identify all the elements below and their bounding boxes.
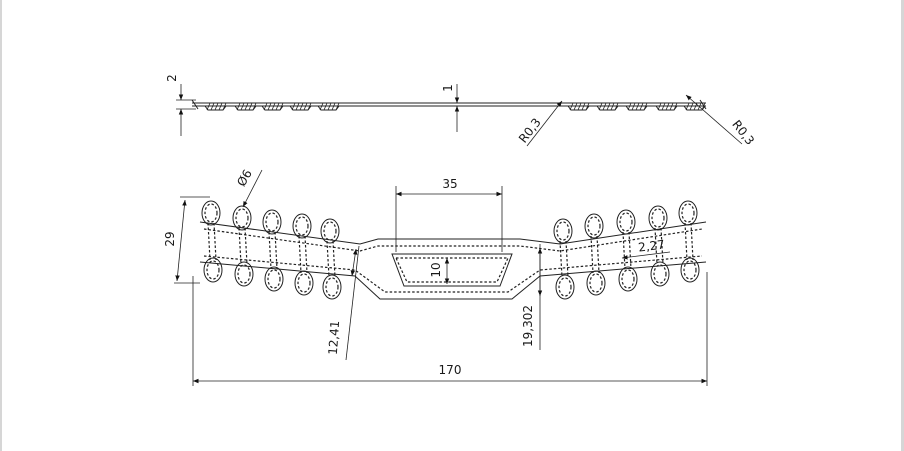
dimension-radius-left: R0,3 bbox=[516, 100, 563, 147]
side-offset-label: 1 bbox=[441, 84, 455, 92]
side-lace-bump bbox=[317, 102, 340, 111]
side-lace-bump bbox=[204, 102, 227, 111]
lace-hook bbox=[292, 213, 314, 296]
sheet-right-border bbox=[901, 0, 904, 451]
lace-hook bbox=[616, 209, 638, 292]
side-lace-bumps-left bbox=[204, 102, 340, 111]
lace-hook bbox=[232, 205, 254, 287]
lace-hook bbox=[584, 213, 606, 296]
overall-height-label: 29 bbox=[163, 231, 177, 246]
side-lace-bump bbox=[289, 102, 312, 111]
dimension-side-offset: 1 bbox=[441, 84, 460, 132]
lace-gap-label: 2,27 bbox=[637, 237, 665, 254]
side-lace-bump bbox=[655, 102, 678, 111]
radius-right-label: R0,3 bbox=[729, 117, 757, 147]
side-lace-bumps-right bbox=[567, 102, 706, 111]
dimension-hole-diameter: Ø6 bbox=[234, 167, 263, 208]
side-thickness-label: 2 bbox=[165, 74, 179, 82]
lace-hook bbox=[678, 200, 700, 283]
band-height-left-label: 12,41 bbox=[326, 320, 342, 355]
lace-hook bbox=[648, 205, 670, 287]
side-lace-bump bbox=[625, 102, 648, 111]
dimension-band-height-left: 12,41 bbox=[326, 245, 360, 361]
sheet-left-border bbox=[0, 0, 2, 451]
side-lace-bump bbox=[234, 102, 257, 111]
dimension-lace-gap: 2,27 bbox=[621, 237, 671, 260]
lace-hook bbox=[262, 209, 284, 292]
lace-hook bbox=[553, 218, 575, 300]
radius-left-label: R0,3 bbox=[516, 115, 544, 145]
center-width-label: 35 bbox=[442, 177, 457, 191]
band-height-right-label: 19,302 bbox=[521, 305, 535, 347]
dimension-overall-height: 29 bbox=[163, 196, 210, 284]
dimension-center-width: 35 bbox=[395, 177, 503, 252]
dimension-side-thickness: 2 bbox=[165, 74, 196, 136]
top-view bbox=[199, 200, 707, 300]
lace-hooks-left bbox=[201, 200, 342, 300]
dimension-center-slot: 10 bbox=[429, 258, 450, 284]
hole-diameter-label: Ø6 bbox=[234, 167, 255, 189]
lace-hooks-right bbox=[553, 200, 700, 300]
lace-hook bbox=[201, 200, 223, 283]
dimension-band-height-right: 19,302 bbox=[521, 244, 543, 350]
side-lace-bump bbox=[596, 102, 619, 111]
dimension-overall-length: 170 bbox=[192, 272, 708, 386]
overall-length-label: 170 bbox=[439, 363, 462, 377]
lace-hook bbox=[320, 218, 342, 300]
side-lace-bump bbox=[567, 102, 590, 111]
center-slot-label: 10 bbox=[429, 262, 443, 277]
side-view bbox=[191, 99, 707, 111]
side-lace-bump bbox=[261, 102, 284, 111]
